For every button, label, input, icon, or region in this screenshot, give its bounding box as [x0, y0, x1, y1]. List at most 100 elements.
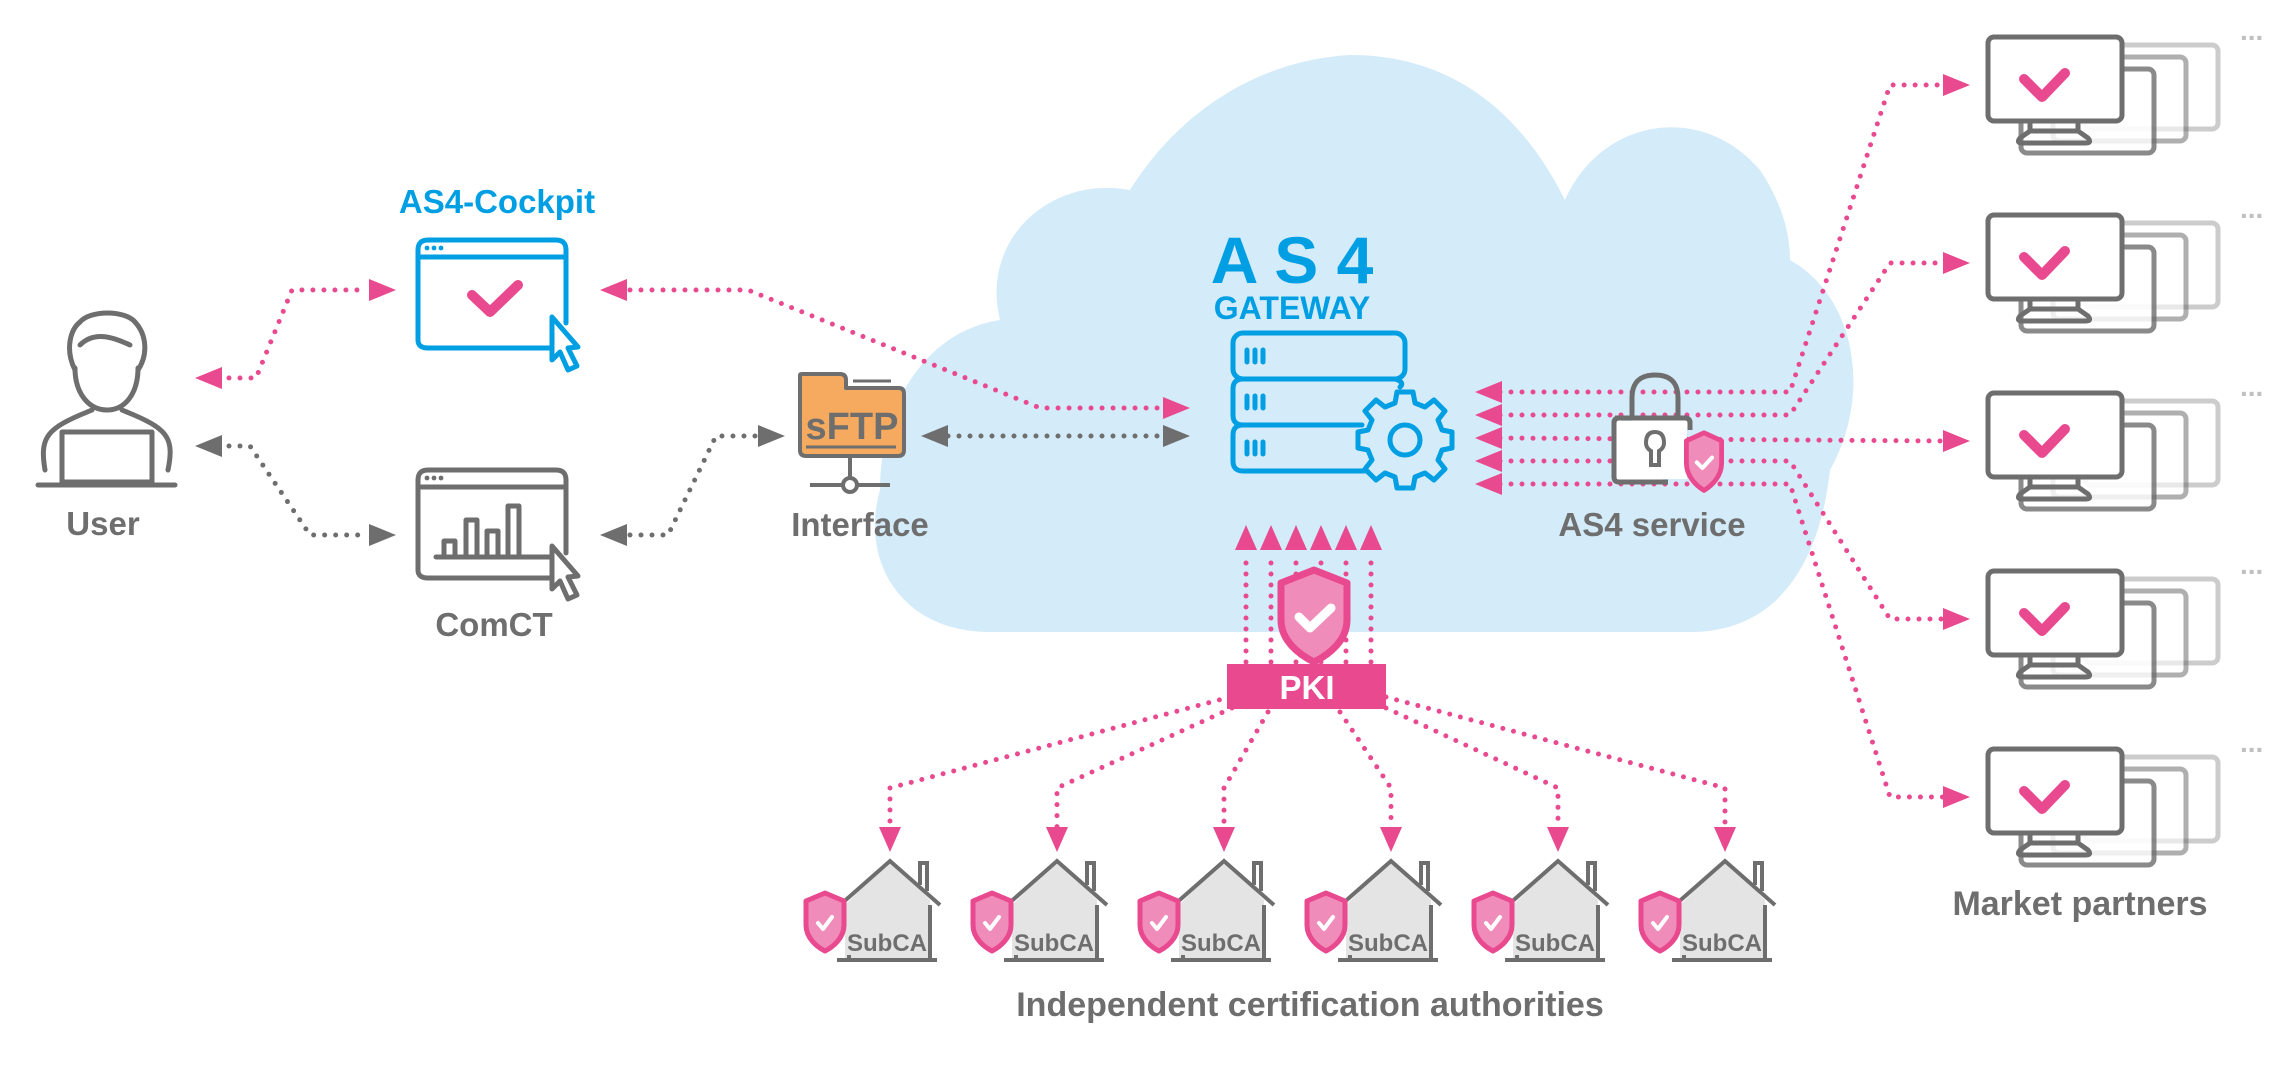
market-partner[interactable]: ...	[1985, 549, 2263, 690]
arrowhead-up	[1360, 525, 1382, 550]
connection-pki-subca	[1054, 705, 1235, 831]
shield-check-icon	[1304, 890, 1348, 954]
check-icon	[467, 280, 523, 317]
arrowhead-to-interface	[758, 425, 785, 447]
arrowhead-to-gateway-pink	[1163, 397, 1190, 419]
subca-node[interactable]: SubCA	[1304, 858, 1443, 962]
cloud-background	[874, 55, 1854, 632]
subca-label: SubCA	[1181, 930, 1261, 957]
shield-check-icon	[1683, 430, 1725, 493]
interface-label: Interface	[791, 506, 929, 543]
user-with-laptop-icon	[35, 310, 178, 488]
sftp-icon-text: sFTP	[806, 406, 899, 448]
monitor-check-icon	[1985, 568, 2125, 680]
connection-pki-subca	[1383, 705, 1561, 831]
market-partner[interactable]: ...	[1985, 371, 2263, 512]
arrowhead-to-comct	[369, 524, 396, 546]
pki-node[interactable]: PKI	[1227, 566, 1386, 709]
arrowhead-up	[1260, 525, 1282, 550]
certification-authorities-label: Independent certification authorities	[1016, 986, 1604, 1024]
pki-label: PKI	[1279, 669, 1334, 706]
house-icon	[1171, 858, 1276, 962]
arrowhead-down	[1380, 827, 1402, 852]
subca-label: SubCA	[1014, 930, 1094, 957]
arrowhead-to-cockpit-right	[600, 279, 627, 301]
more-ellipsis: ...	[2240, 15, 2263, 46]
cockpit-label: AS4-Cockpit	[399, 183, 595, 220]
connection-cockpit-gateway	[627, 287, 1163, 411]
shield-check-icon	[970, 890, 1014, 954]
arrowhead-down	[1213, 827, 1235, 852]
connection-partner-gateway	[1497, 82, 1948, 395]
padlock-shield-icon	[1611, 372, 1725, 493]
connection-pki-subca	[1383, 694, 1728, 831]
subca-label: SubCA	[847, 930, 927, 957]
market-partners: ...............	[1985, 15, 2263, 868]
server-gear-icon	[1230, 330, 1455, 491]
arrowhead-to-gateway	[1475, 473, 1502, 495]
subca-node[interactable]: SubCA	[970, 858, 1109, 962]
cockpit-node[interactable]: AS4-Cockpit	[399, 183, 595, 373]
arrowhead-down	[1714, 827, 1736, 852]
arrowhead-down	[879, 827, 901, 852]
shield-check-icon	[803, 890, 847, 954]
connection-comct-interface	[627, 433, 763, 538]
subca-node[interactable]: SubCA	[1638, 858, 1777, 962]
subca-node[interactable]: SubCA	[803, 858, 942, 962]
pki-subca-connections	[879, 694, 1736, 852]
arrowhead-to-user-gray	[195, 435, 222, 457]
cursor-icon	[549, 543, 581, 602]
arrowhead-down	[1547, 827, 1569, 852]
pki-bar	[1227, 664, 1386, 709]
arrowhead-up	[1335, 525, 1357, 550]
house-icon	[1338, 858, 1443, 962]
arrowhead-to-interface-right	[921, 425, 948, 447]
certification-authorities: SubCA SubCA SubCA SubCA SubCA SubCA	[803, 858, 1777, 962]
user-node[interactable]: User	[35, 310, 178, 542]
comct-node[interactable]: ComCT	[415, 467, 581, 643]
browser-window-bar-chart-icon	[415, 467, 581, 602]
subca-label: SubCA	[1515, 930, 1595, 957]
arrowhead-down	[1046, 827, 1068, 852]
market-partners-label: Market partners	[1952, 885, 2207, 923]
subca-label: SubCA	[1682, 930, 1762, 957]
subca-label: SubCA	[1348, 930, 1428, 957]
more-ellipsis: ...	[2240, 549, 2263, 580]
more-ellipsis: ...	[2240, 371, 2263, 402]
subca-node[interactable]: SubCA	[1137, 858, 1276, 962]
comct-label: ComCT	[435, 606, 552, 643]
arrowhead-to-gateway	[1475, 404, 1502, 426]
arrowhead-to-gateway	[1475, 450, 1502, 472]
interface-node[interactable]: sFTP Interface	[791, 372, 929, 543]
arrowhead-to-user	[195, 367, 222, 389]
market-partner[interactable]: ...	[1985, 193, 2263, 334]
more-ellipsis: ...	[2240, 193, 2263, 224]
arrowhead-to-comct-right	[600, 524, 627, 546]
arrowhead-to-partner	[1943, 608, 1970, 630]
gear-icon	[1355, 389, 1455, 491]
arrowhead-up	[1285, 525, 1307, 550]
connection-pki-subca	[1221, 709, 1271, 831]
more-ellipsis: ...	[2240, 727, 2263, 758]
user-label: User	[66, 505, 140, 542]
monitor-check-icon	[1985, 212, 2125, 324]
market-partner[interactable]: ...	[1985, 727, 2263, 868]
connection-user-cockpit	[215, 287, 368, 381]
arrowhead-up	[1235, 525, 1257, 550]
connection-pki-subca	[1337, 709, 1394, 831]
as4-service-label: AS4 service	[1558, 506, 1745, 543]
monitor-check-icon	[1985, 34, 2125, 146]
monitor-check-icon	[1985, 390, 2125, 502]
house-icon	[1505, 858, 1610, 962]
market-partner[interactable]: ...	[1985, 15, 2263, 156]
subca-node[interactable]: SubCA	[1471, 858, 1610, 962]
connection-pki-subca	[887, 694, 1233, 831]
gateway-title: A S 4	[1211, 223, 1374, 297]
gateway-node[interactable]: A S 4 GATEWAY	[1211, 223, 1455, 491]
arrowhead-to-cockpit	[369, 279, 396, 301]
gateway-subtitle: GATEWAY	[1214, 290, 1370, 326]
arrowhead-to-partner	[1943, 430, 1970, 452]
as4-service-node[interactable]: AS4 service	[1558, 372, 1746, 543]
arrowhead-to-partner	[1943, 252, 1970, 274]
